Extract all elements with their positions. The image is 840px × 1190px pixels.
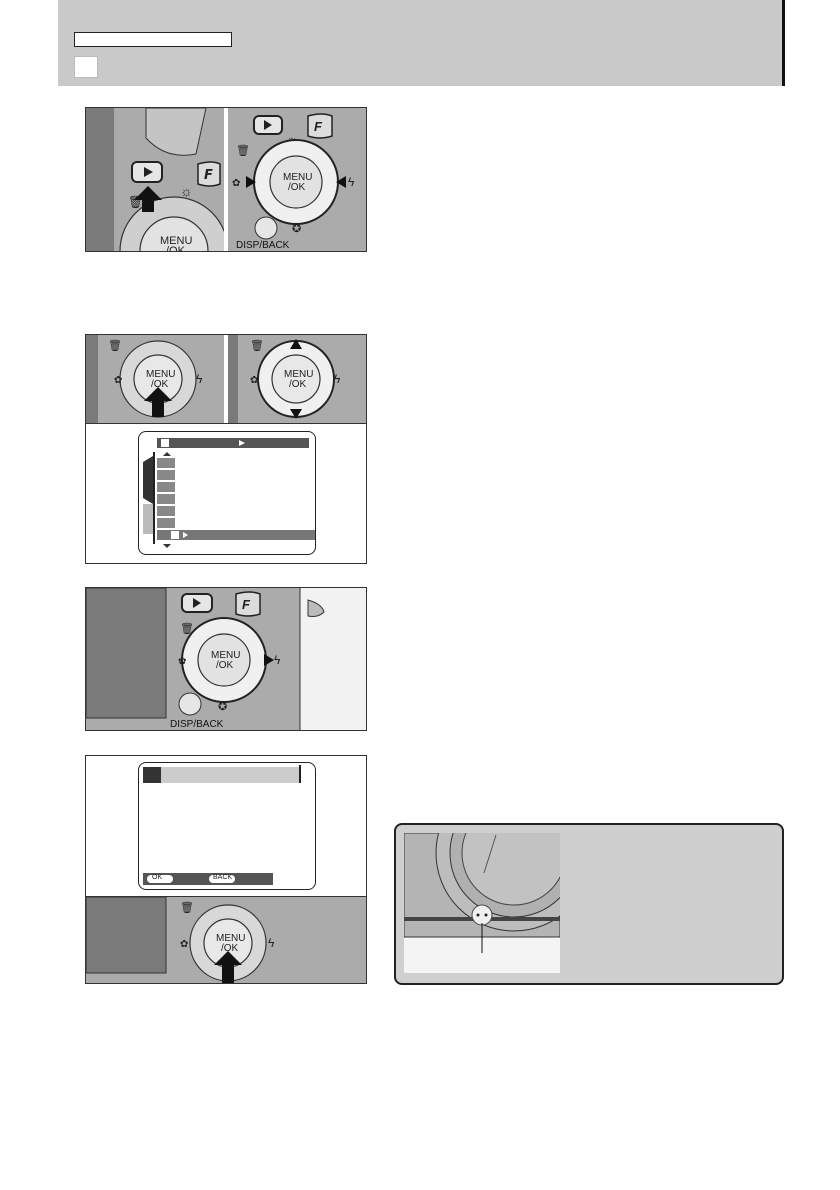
svg-text:✿: ✿ xyxy=(250,375,258,386)
playback-icon xyxy=(144,167,153,177)
playback-menu-svg xyxy=(143,438,315,548)
f-mode-button xyxy=(197,161,221,187)
svg-text:MENU: MENU xyxy=(283,172,312,183)
header-title-box xyxy=(74,32,232,47)
back-label: BACK xyxy=(213,874,233,881)
step3-illustration: F ☼ 🗑 MENU /OK ✿ ϟ ✪ DISP/BACK xyxy=(85,587,367,731)
svg-text:ϟ: ϟ xyxy=(274,653,281,667)
header-page-box xyxy=(74,56,98,78)
microphone-photo xyxy=(404,833,560,973)
svg-text:🗑: 🗑 xyxy=(180,901,194,914)
svg-text:🗑: 🗑 xyxy=(180,622,194,635)
svg-text:MENU: MENU xyxy=(146,369,175,380)
step1-menu-label: MENU xyxy=(160,235,192,247)
svg-text:F: F xyxy=(204,168,213,183)
brightness-icon: ☼ xyxy=(180,183,193,199)
svg-text:🗑: 🗑 xyxy=(236,144,250,157)
svg-text:F: F xyxy=(242,597,251,612)
svg-text:✪: ✪ xyxy=(292,223,301,235)
svg-text:✪: ✪ xyxy=(218,701,227,713)
step2-illustration: 🗑 MENU /OK ✿ ϟ 🗑 MENU /OK ✿ ϟ xyxy=(85,334,367,564)
playback-menu-screen xyxy=(138,431,316,555)
step3-disp-back-label: DISP/BACK xyxy=(170,719,224,730)
svg-text:/OK: /OK xyxy=(166,245,186,251)
svg-text:ϟ: ϟ xyxy=(268,936,275,950)
svg-text:ϟ: ϟ xyxy=(196,372,203,386)
header-edge-rule xyxy=(782,0,785,86)
microphone-icon xyxy=(161,439,169,447)
step1-camera-svg: F ☼ 🗑 MENU /OK F ☼ 🗑 MENU /OK ✿ ϟ ✪ DISP… xyxy=(86,108,366,251)
svg-text:ϟ: ϟ xyxy=(334,372,341,386)
svg-text:🗑: 🗑 xyxy=(250,339,264,352)
step1-illustration: F ☼ 🗑 MENU /OK F ☼ 🗑 MENU /OK ✿ ϟ ✪ DISP… xyxy=(85,107,367,252)
svg-text:✿: ✿ xyxy=(178,656,186,667)
arrow-icon xyxy=(239,440,245,446)
svg-text:/OK: /OK xyxy=(221,943,239,954)
svg-text:🗑: 🗑 xyxy=(108,339,122,352)
svg-text:/OK: /OK xyxy=(288,182,306,193)
microphone-note-box xyxy=(394,823,784,985)
svg-text:MENU: MENU xyxy=(284,369,313,380)
step4-illustration: OK BACK 🗑 MENU /OK ✿ ϟ xyxy=(85,755,367,984)
step2-camera-svg: 🗑 MENU /OK ✿ ϟ 🗑 MENU /OK ✿ ϟ xyxy=(86,335,366,423)
svg-text:✿: ✿ xyxy=(114,375,122,386)
step4-camera-svg: 🗑 MENU /OK ✿ ϟ xyxy=(86,897,366,983)
svg-text:✿: ✿ xyxy=(180,939,188,950)
svg-text:MENU: MENU xyxy=(216,933,245,944)
svg-text:/OK: /OK xyxy=(216,660,234,671)
svg-text:✿: ✿ xyxy=(232,178,240,189)
step1-disp-back-label: DISP/BACK xyxy=(236,240,290,251)
ok-label: OK xyxy=(152,874,163,881)
svg-text:MENU: MENU xyxy=(211,650,240,661)
press-arrow-icon xyxy=(134,186,162,212)
record-menu-screen: OK BACK xyxy=(138,762,316,890)
svg-text:F: F xyxy=(314,119,323,134)
page-header xyxy=(58,0,782,86)
svg-text:/OK: /OK xyxy=(151,379,169,390)
svg-text:/OK: /OK xyxy=(289,379,307,390)
step3-camera-svg: F ☼ 🗑 MENU /OK ✿ ϟ ✪ DISP/BACK xyxy=(86,588,366,730)
microphone-icon xyxy=(471,904,493,926)
svg-text:ϟ: ϟ xyxy=(348,175,355,189)
